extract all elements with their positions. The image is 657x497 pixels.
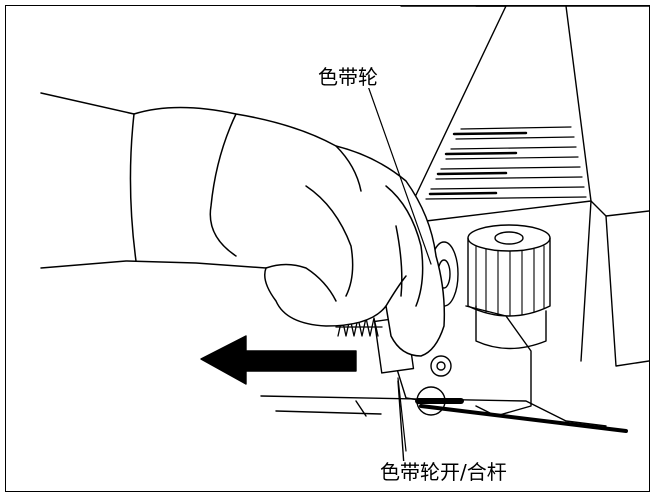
leader-line-ribbon-wheel [367,85,432,265]
ribbon-stripes [425,126,587,200]
left-arrow-icon [200,335,357,385]
leader-line-lever [397,377,407,452]
callout-ribbon-wheel-lever: 色带轮开/合杆 [380,460,507,484]
hand [40,92,446,357]
illustration-frame: 色带轮 色带轮开/合杆 [5,5,650,492]
callout-ribbon-wheel: 色带轮 [318,65,378,89]
printer-base [260,395,628,433]
ribbon-knob [467,224,551,350]
printer-ribbon-illustration [40,6,649,467]
printer-cover [400,6,649,367]
